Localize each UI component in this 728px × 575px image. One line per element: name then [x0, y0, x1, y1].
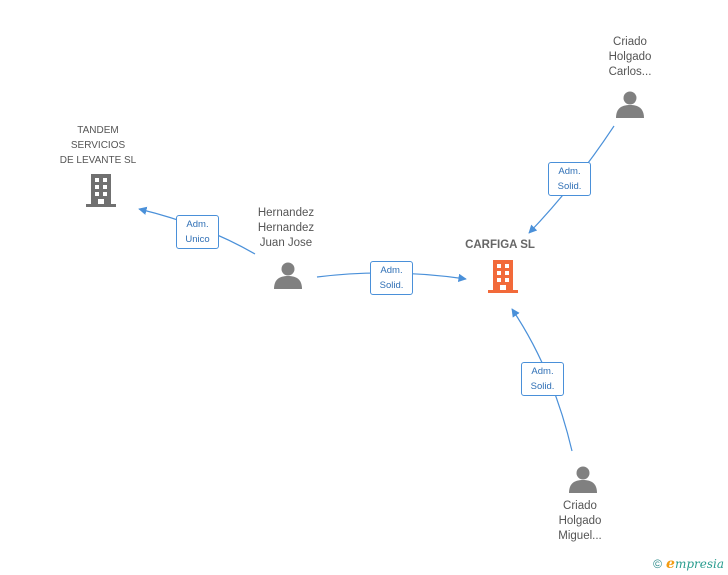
edge-label-line2: Solid. [530, 381, 555, 392]
person-icon[interactable] [616, 91, 644, 119]
edge-label-adm-unico: Adm. Unico [176, 215, 219, 249]
footer-branding: © empresia [653, 556, 724, 572]
node-label-hernandez[interactable]: Hernandez Hernandez Juan Jose [257, 207, 315, 249]
node-label-tandem[interactable]: TANDEM SERVICIOS DE LEVANTE SL [59, 125, 137, 166]
edge-label-line2: Solid. [379, 280, 404, 291]
edge-label-adm-solid: Adm. Solid. [521, 362, 564, 396]
building-icon[interactable] [86, 174, 116, 207]
brand-initial: e [666, 556, 675, 572]
edge-label-line2: Unico [185, 234, 210, 245]
edge-label-line1: Adm. [531, 366, 554, 377]
node-label-criado-carlos[interactable]: Criado Holgado Carlos... [608, 36, 652, 78]
edge-label-line1: Adm. [380, 265, 403, 276]
brand-logo[interactable]: empresia [666, 556, 724, 572]
brand-name: mpresia [674, 557, 724, 571]
edge-label-adm-solid: Adm. Solid. [370, 261, 413, 295]
edge-label-adm-solid: Adm. Solid. [548, 162, 591, 196]
person-icon[interactable] [569, 466, 597, 494]
edge-label-line1: Adm. [186, 219, 209, 230]
node-label-carfiga[interactable]: CARFIGA SL [465, 239, 535, 251]
building-icon-main[interactable] [488, 260, 518, 293]
edge-label-line2: Solid. [557, 181, 582, 192]
edge-label-line1: Adm. [558, 166, 581, 177]
node-label-criado-miguel[interactable]: Criado Holgado Miguel... [558, 500, 602, 542]
person-icon[interactable] [274, 262, 302, 290]
copyright-icon: © [653, 557, 663, 571]
